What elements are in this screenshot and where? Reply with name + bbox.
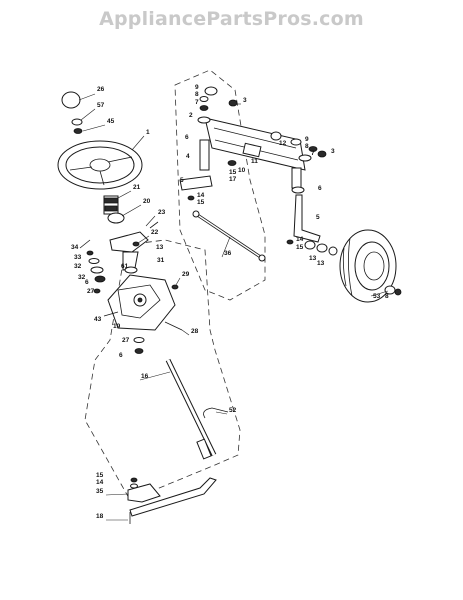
callout-c29: 29: [182, 271, 190, 278]
callout-c15c: 15: [229, 169, 237, 176]
front-wheel: [339, 229, 397, 303]
callout-c3a: 3: [243, 97, 247, 104]
front-axle: [204, 117, 306, 171]
callout-c57: 57: [97, 102, 105, 109]
callout-c9b: 9: [305, 136, 309, 143]
callout-c23: 23: [158, 209, 166, 216]
callout-c8a: 8: [195, 91, 199, 98]
callout-c14c: 14: [296, 236, 304, 243]
callout-c9a: 9: [195, 84, 199, 91]
callout-c20: 20: [143, 198, 151, 205]
callout-c6c: 6: [185, 134, 189, 141]
callout-c16: 16: [141, 373, 149, 380]
callout-c2: 2: [189, 112, 193, 119]
callout-c7a: 7: [195, 99, 199, 106]
steering-bracket: [109, 221, 159, 274]
callout-c6a: 6: [85, 279, 89, 286]
steering-gear: [103, 195, 125, 224]
callout-c61: 61: [121, 263, 129, 270]
callout-c26: 26: [97, 86, 105, 93]
callout-c21: 21: [133, 184, 141, 191]
callout-c3b: 3: [331, 148, 335, 155]
callout-c52a: 52: [229, 407, 237, 414]
callout-c5b: 5: [316, 214, 320, 221]
callout-c10: 10: [238, 167, 246, 174]
bolt-3a: [228, 99, 238, 107]
callout-labels: 2657451212023221334333232627613129431928…: [71, 84, 389, 520]
callout-c18: 18: [96, 513, 104, 520]
steering-cap: [61, 91, 81, 109]
callout-c14b: 14: [197, 192, 205, 199]
callout-c1: 1: [146, 129, 150, 136]
wheel-cap: [384, 285, 402, 296]
callout-c15a: 15: [96, 472, 104, 479]
callout-c14a: 14: [96, 479, 104, 486]
callout-c17: 17: [229, 176, 237, 183]
bolt-12: [270, 131, 282, 141]
callout-c7b: 7: [311, 150, 315, 157]
callout-c32b: 32: [78, 274, 86, 281]
shaft-clip: [203, 407, 229, 419]
callout-c35: 35: [96, 488, 104, 495]
callout-c22: 22: [151, 229, 159, 236]
callout-c8c: 8: [385, 293, 389, 300]
tie-rod: [192, 210, 294, 262]
callout-c8b: 8: [305, 143, 309, 150]
washer-14: [187, 195, 195, 201]
steering-column-outline: [84, 239, 241, 501]
bolt-3b: [317, 150, 327, 158]
steering-nut: [71, 118, 83, 134]
callout-c4: 4: [186, 153, 190, 160]
callout-c31: 31: [157, 257, 165, 264]
callout-c13: 13: [156, 244, 164, 251]
callout-c13c: 13: [317, 260, 325, 267]
gear-housing: [103, 274, 183, 354]
callout-c6b: 6: [119, 352, 123, 359]
callout-c19: 19: [113, 323, 121, 330]
callout-c28: 28: [191, 328, 199, 335]
callout-c45: 45: [107, 118, 115, 125]
callout-c27b: 27: [122, 337, 130, 344]
callout-c6d: 6: [318, 185, 322, 192]
steering-shaft: [165, 358, 217, 460]
callout-c32a: 32: [74, 263, 82, 270]
callout-c11: 11: [251, 158, 258, 165]
callout-c12: 12: [279, 140, 287, 147]
callout-c13b: 13: [309, 255, 317, 262]
watermark: AppliancePartsPros.com: [99, 8, 364, 30]
left-spindle: [179, 86, 218, 191]
callout-c15d: 15: [296, 244, 304, 251]
steering-wheel: [57, 140, 143, 190]
drag-link: [127, 477, 217, 524]
callout-c27a: 27: [87, 288, 95, 295]
right-spindle: [290, 138, 321, 243]
callout-c5a: 5: [180, 177, 184, 184]
bolt-10: [227, 160, 237, 166]
callout-c36: 36: [224, 250, 232, 257]
left-fasteners: [79, 239, 106, 294]
callout-c15b: 15: [197, 199, 205, 206]
axle-washers: [304, 240, 338, 256]
callout-c43: 43: [94, 316, 102, 323]
callout-c53: 53: [373, 293, 381, 300]
callout-c34: 34: [71, 244, 79, 251]
callout-c33: 33: [74, 254, 82, 261]
